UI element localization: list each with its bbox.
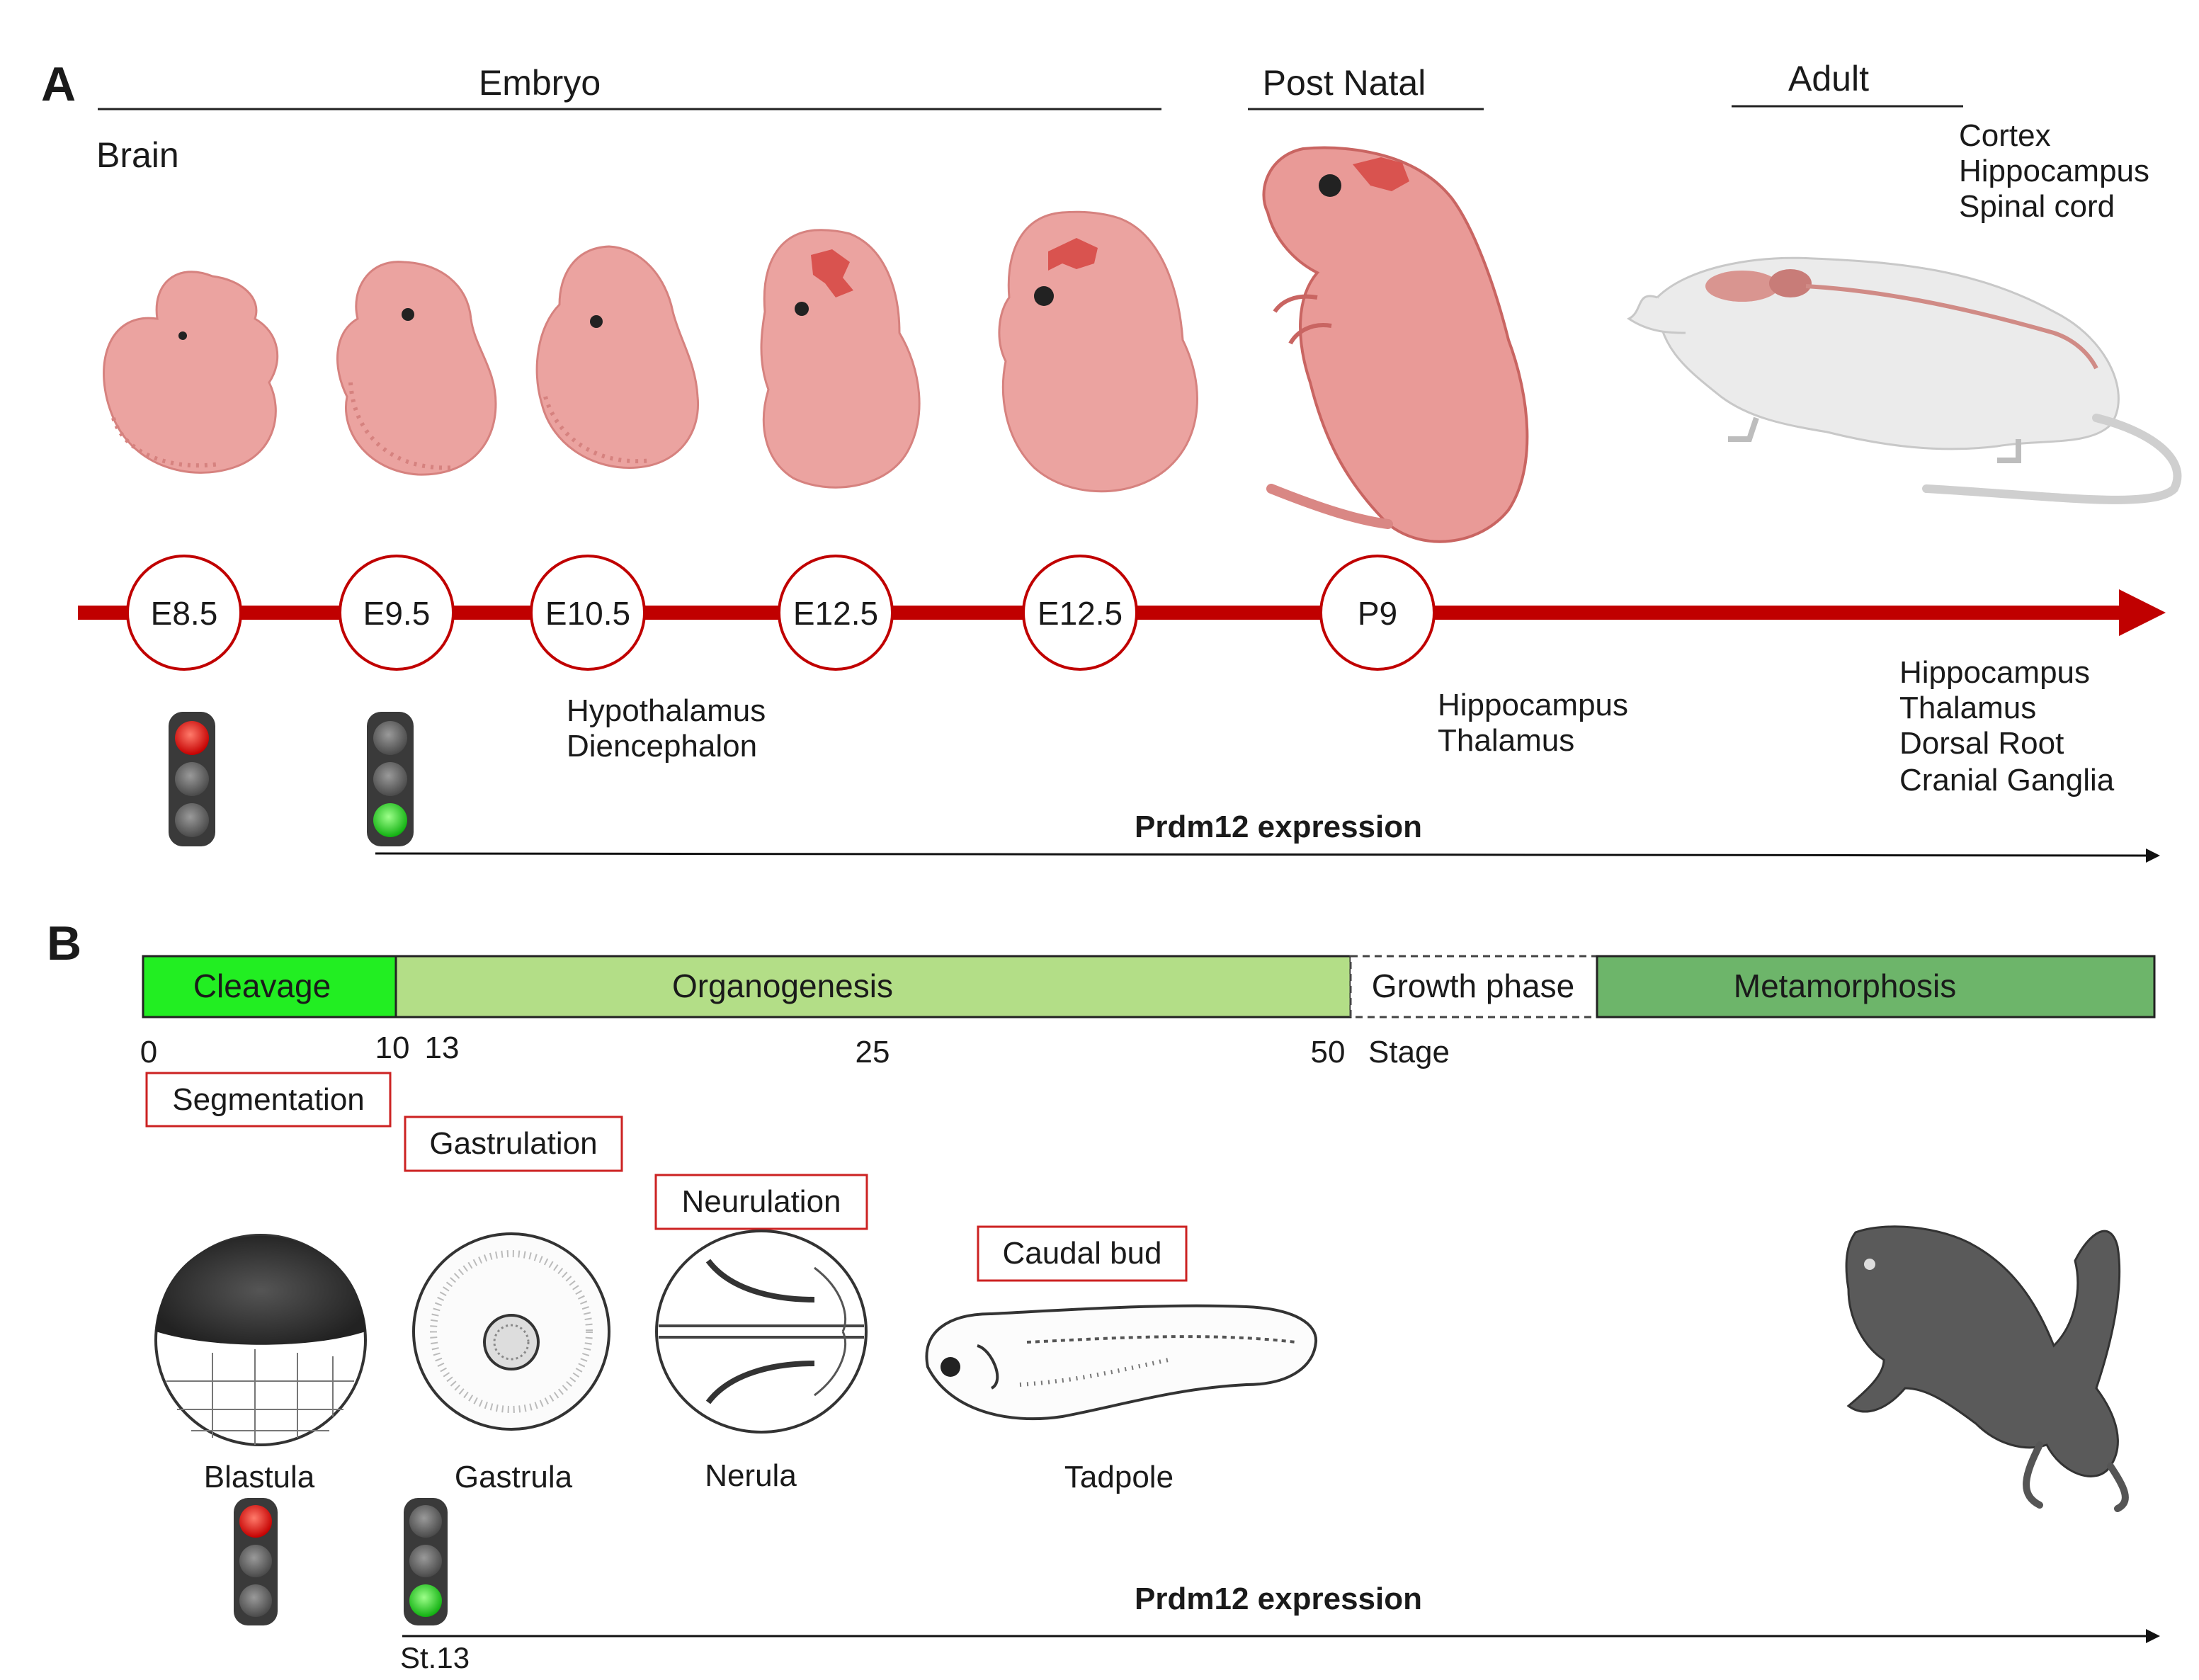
- adult-frog-illustration: [1845, 1225, 2129, 1512]
- stage-node-e10-5: [530, 555, 646, 671]
- stage-tick-0: 0: [140, 1035, 157, 1069]
- process-gastrulation-box: [404, 1116, 623, 1172]
- traffic-light-red-blastula: [234, 1498, 278, 1625]
- stage-label-e10-5: E10.5: [545, 595, 630, 632]
- embryo-e12-5-a-illustration: [760, 229, 921, 489]
- stage-node-p9: [1319, 555, 1436, 671]
- timeline-arrowhead: [2119, 589, 2166, 636]
- stage-node-e9-5: [339, 555, 455, 671]
- region-adult-cranial-ganglia: Cranial Ganglia: [1899, 763, 2115, 798]
- region-adult-thalamus: Thalamus: [1899, 691, 2036, 725]
- process-segmentation-box: [145, 1072, 392, 1128]
- region-adult-hippocampus: Hippocampus: [1899, 655, 2090, 690]
- tadpole-illustration: [925, 1304, 1318, 1421]
- stage-label-e12-5-b: E12.5: [1038, 595, 1123, 632]
- traffic-light-green-e9-5: [367, 712, 414, 846]
- process-caudal-bud: Caudal bud: [1002, 1236, 1161, 1271]
- expression-arrow-a: [375, 852, 2147, 857]
- process-segmentation: Segmentation: [172, 1082, 365, 1117]
- phase-growth-label: Growth phase: [1372, 967, 1574, 1004]
- panel-b-letter: B: [47, 916, 81, 970]
- region-diencephalon: Diencephalon: [567, 729, 757, 764]
- region-adult-dorsal-root: Dorsal Root: [1899, 726, 2064, 761]
- stage-tick-10: 10: [375, 1031, 410, 1065]
- phase-metamorphosis-label: Metamorphosis: [1734, 967, 1956, 1004]
- region-p9-hippocampus: Hippocampus: [1438, 688, 1628, 722]
- stage-axis-label: Stage: [1368, 1035, 1450, 1069]
- phase-organogenesis-label: Organogenesis: [672, 967, 893, 1004]
- panel-a-letter: A: [41, 57, 76, 111]
- embryo-e10-5-illustration: [535, 245, 700, 469]
- stage-label-p9: P9: [1358, 595, 1397, 632]
- expression-arrowhead-b: [2146, 1629, 2160, 1643]
- stage-tick-50: 50: [1311, 1035, 1346, 1069]
- brain-label: Brain: [96, 135, 179, 175]
- nerula-illustration: [655, 1230, 868, 1434]
- form-tadpole: Tadpole: [1064, 1460, 1174, 1494]
- gastrula-illustration: [412, 1232, 610, 1431]
- traffic-light-green-gastrula: [404, 1498, 448, 1625]
- embryo-e8-5-illustration: [103, 271, 279, 474]
- header-adult: Adult: [1788, 59, 1869, 98]
- expression-label-a: Prdm12 expression: [1135, 810, 1422, 844]
- embryo-e12-5-b-illustration: [998, 210, 1198, 493]
- embryo-e9-5-illustration: [336, 261, 497, 476]
- stage-tick-25: 25: [856, 1035, 890, 1069]
- process-gastrulation: Gastrulation: [429, 1126, 597, 1161]
- header-embryo: Embryo: [479, 63, 601, 103]
- form-blastula: Blastula: [204, 1460, 315, 1494]
- stage-label-e8-5: E8.5: [151, 595, 218, 632]
- phase-cleavage-label: Cleavage: [193, 967, 331, 1004]
- form-nerula: Nerula: [705, 1458, 797, 1493]
- form-gastrula: Gastrula: [455, 1460, 573, 1494]
- adult-region-cortex: Cortex: [1959, 118, 2051, 153]
- phase-growth: [1349, 955, 1598, 1018]
- stage-node-e12-5-a: [778, 555, 894, 671]
- expression-label-b: Prdm12 expression: [1135, 1582, 1422, 1616]
- region-p9-thalamus: Thalamus: [1438, 723, 1574, 758]
- header-postnatal: Post Natal: [1263, 63, 1426, 103]
- adult-mouse-illustration: [1627, 256, 2182, 504]
- stage-label-e12-5-a: E12.5: [793, 595, 878, 632]
- process-neurulation: Neurulation: [681, 1184, 841, 1219]
- phase-metamorphosis: [1596, 955, 2156, 1018]
- stage-node-e8-5: [126, 555, 242, 671]
- stage-label-e9-5: E9.5: [363, 595, 431, 632]
- blastula-illustration: [154, 1234, 367, 1446]
- traffic-light-red-e8-5: [169, 712, 215, 846]
- start-stage-label: St.13: [400, 1641, 470, 1674]
- stage-tick-13: 13: [425, 1031, 460, 1065]
- stage-node-e12-5-b: [1022, 555, 1138, 671]
- process-neurulation-box: [654, 1174, 868, 1230]
- process-caudal-bud-box: [977, 1225, 1188, 1282]
- adult-region-spinal-cord: Spinal cord: [1959, 189, 2115, 224]
- pup-p9-illustration: [1262, 146, 1529, 543]
- region-hypothalamus: Hypothalamus: [567, 693, 766, 728]
- expression-arrowhead-a: [2146, 848, 2160, 863]
- phase-organogenesis: [394, 955, 1352, 1018]
- adult-region-hippocampus: Hippocampus: [1959, 154, 2149, 188]
